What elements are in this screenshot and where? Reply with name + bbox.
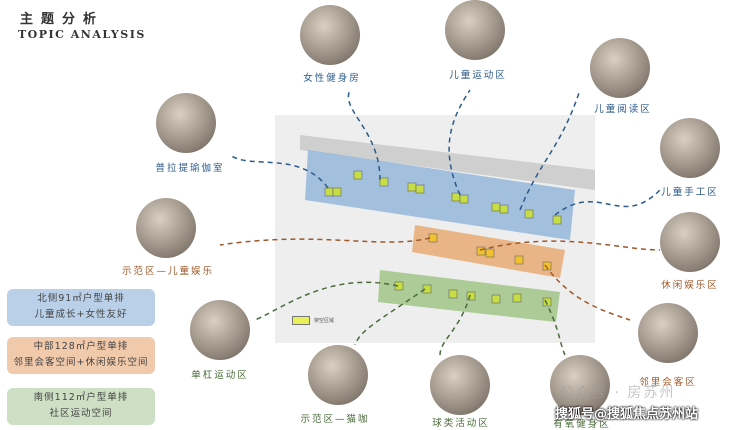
south-box: 南侧112㎡户型单排社区运动空间 bbox=[7, 388, 155, 425]
box-line: 儿童成长+女性友好 bbox=[34, 309, 128, 320]
path-gym bbox=[347, 89, 381, 181]
label-female-gym: 女性健身房 bbox=[303, 73, 361, 84]
label-pilates: 普拉提瑜伽室 bbox=[155, 163, 225, 174]
north-box: 北侧91㎡户型单排儿童成长+女性友好 bbox=[7, 289, 155, 326]
pilates-photo bbox=[156, 93, 216, 153]
title-cn: 主题分析 bbox=[20, 12, 105, 27]
kids-reading-photo bbox=[590, 38, 650, 98]
path-ball bbox=[439, 294, 471, 356]
path-bar bbox=[254, 281, 399, 321]
watermark-wechat: 公众号 · 房苏州 bbox=[560, 385, 676, 401]
label-neighbor: 邻里会客区 bbox=[639, 377, 697, 388]
label-ball: 球类活动区 bbox=[432, 418, 490, 429]
path-reading bbox=[519, 89, 581, 211]
label-kids-sport: 儿童运动区 bbox=[449, 70, 507, 81]
path-aerobic bbox=[544, 299, 566, 356]
demo-kids-photo bbox=[136, 198, 196, 258]
kids-sport-photo bbox=[445, 0, 505, 60]
ball-photo bbox=[430, 355, 490, 415]
neighbor-photo bbox=[638, 303, 698, 363]
box-line: 中部128㎡户型单排 bbox=[33, 341, 129, 352]
label-bar: 单杠运动区 bbox=[191, 370, 249, 381]
box-line: 北侧91㎡户型单排 bbox=[37, 293, 125, 304]
elevated-blocks bbox=[324, 170, 562, 307]
north-zone bbox=[305, 150, 575, 240]
path-craft bbox=[554, 189, 661, 216]
road bbox=[300, 135, 595, 190]
kids-craft-photo bbox=[660, 118, 720, 178]
path-cat bbox=[354, 288, 426, 346]
box-line: 社区运动空间 bbox=[49, 408, 113, 419]
bar-photo bbox=[190, 300, 250, 360]
label-demo-cat: 示范区—猫咖 bbox=[300, 414, 370, 425]
female-gym-photo bbox=[300, 5, 360, 65]
path-demo-kids bbox=[219, 237, 431, 246]
legend-label: 架空区域 bbox=[314, 318, 335, 324]
path-leisure bbox=[479, 240, 661, 251]
path-kids-sport bbox=[448, 89, 471, 196]
watermark-sohu: 搜狐号@搜狐焦点苏州站 bbox=[555, 407, 699, 422]
map-legend: 架空区域 bbox=[292, 316, 334, 325]
leisure-photo bbox=[660, 212, 720, 272]
box-line: 邻里会客空间+休闲娱乐空间 bbox=[13, 357, 149, 368]
label-aerobic: 有氧健身区 bbox=[553, 419, 611, 430]
label-demo-kids: 示范区—儿童娱乐 bbox=[121, 266, 215, 277]
aerobic-photo bbox=[550, 355, 610, 415]
middle-box: 中部128㎡户型单排邻里会客空间+休闲娱乐空间 bbox=[7, 337, 155, 374]
label-kids-reading: 儿童阅读区 bbox=[594, 104, 652, 115]
path-neighbor bbox=[544, 264, 631, 321]
title-en: TOPIC ANALYSIS bbox=[18, 28, 146, 41]
demo-cat-photo bbox=[308, 345, 368, 405]
label-kids-craft: 儿童手工区 bbox=[661, 187, 719, 198]
box-line: 南侧112㎡户型单排 bbox=[33, 392, 129, 403]
legend-swatch bbox=[292, 316, 310, 325]
label-leisure: 休闲娱乐区 bbox=[661, 280, 719, 291]
